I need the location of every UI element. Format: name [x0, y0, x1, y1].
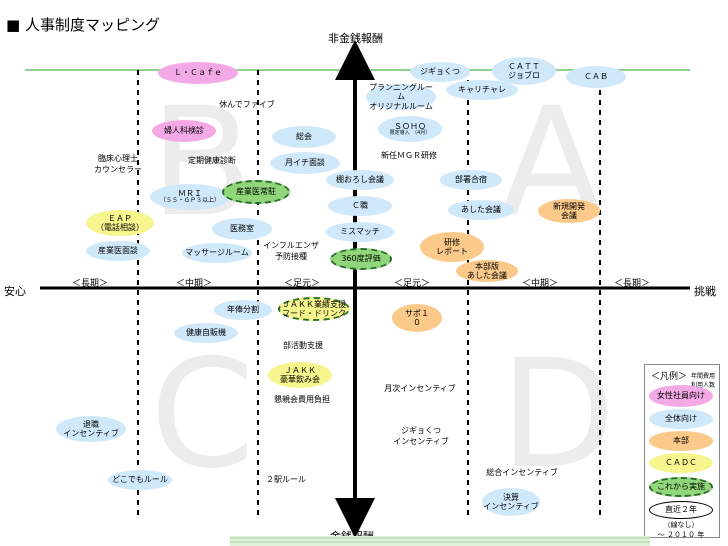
- range-now-right: ＜足元＞: [394, 279, 431, 289]
- axis-label-top: 非金銭報酬: [328, 32, 383, 45]
- node-monthly-interview: 月イチ面談: [270, 152, 340, 174]
- legend-nolabel: （線なし） ～ ２０１０ 年: [657, 521, 705, 539]
- mri-label: ＭＲＩ: [178, 188, 202, 198]
- node-infirmary: 医務室: [212, 218, 272, 240]
- node-planning-room: プランニングルーム オリジナルルーム: [366, 83, 436, 111]
- node-seniority: 年俸分割: [214, 300, 272, 320]
- node-eval360: 360度評価: [330, 248, 392, 270]
- range-long-left: ＜長期＞: [72, 279, 109, 289]
- node-jigyokutsu-top: ジギョくつ: [410, 62, 470, 82]
- node-gyn: 婦人科検診: [152, 120, 216, 142]
- node-new-biz: 新規開発 会議: [538, 199, 600, 223]
- node-eap: ＥＡＰ （電話相談）: [86, 210, 154, 236]
- node-health-insurance: 健康自販機: [174, 323, 238, 343]
- tag-monthly-incentive: 月次インセンティブ: [384, 384, 456, 393]
- node-l-cafe: Ｌ・Ｃａｆｅ: [158, 62, 238, 84]
- range-now-left: ＜足元＞: [284, 279, 321, 289]
- node-career-challenge: キャリチャレ: [446, 80, 518, 100]
- node-jakk-party: ＪＡＫＫ 豪華飲み会: [268, 362, 332, 388]
- node-retire-incentive: 退職 インセンティブ: [56, 416, 126, 442]
- node-training-report: 研修 レポート: [420, 232, 484, 262]
- tag-flu: インフルエンザ 予防接種: [263, 241, 319, 261]
- range-mid-right: ＜中期＞: [522, 279, 559, 289]
- tag-general-incentive: 総合インセンティブ: [486, 468, 558, 477]
- legend-recent: 直近２年: [649, 501, 713, 519]
- node-occ-doc-interview: 産業医面談: [86, 241, 150, 261]
- axis-label-left: 安心: [4, 285, 26, 298]
- axis-label-right: 挑戦: [694, 285, 716, 298]
- node-settlement-incentive: 決算 インセンティブ: [482, 488, 540, 516]
- legend-future: これから実施: [649, 477, 713, 497]
- node-hq-ashita: 本部版 あした会議: [456, 260, 518, 282]
- legend-note: 年間費用 利用人数: [691, 373, 716, 389]
- node-mri: ＭＲＩ （５５・ＧＰ３以上）: [150, 184, 230, 210]
- footer-pattern: [230, 536, 650, 546]
- legend-female: 女性社員向け: [649, 385, 713, 407]
- mri-sublabel: （５５・ＧＰ３以上）: [159, 197, 220, 205]
- node-catt: ＣＡＴＴ ジョブロ: [492, 57, 556, 85]
- node-bushogashuku: 部署合宿: [440, 170, 502, 190]
- legend-hq: 本部: [649, 431, 713, 451]
- node-c-job: Ｃ職: [328, 196, 392, 216]
- soho-sublabel: 限定導入 （4月）: [389, 129, 431, 136]
- tag-clin-psych: 臨床心理士 カウンセラー: [94, 154, 142, 174]
- soho-label: ＳＯＨＯ: [394, 121, 426, 131]
- node-occ-doc-resident: 産業医常駐: [222, 180, 290, 204]
- node-missmatch: ミスマッチ: [326, 222, 394, 242]
- quadrant-letter-b: B: [150, 76, 253, 250]
- node-ashita: あした会議: [448, 200, 514, 220]
- node-massage: マッサージルーム: [182, 243, 252, 263]
- node-tanaoroshi: 棚おろし会議: [326, 170, 394, 190]
- tag-rest-five: 休んでファイブ: [219, 100, 275, 109]
- legend: ＜凡例＞ 年間費用 利用人数 女性社員向け 全体向け 本部 ＣＡＤＣ これから実…: [644, 364, 720, 539]
- node-jakk-award: ＪＡＫＫ業績支援 フード・ドリンク: [278, 297, 350, 321]
- tag-club-support: 部活動支援: [283, 341, 323, 350]
- tag-new-mgr: 新任ＭＧＲ研修: [381, 151, 437, 160]
- tag-jigyokutsu-incentive: ジギョくつ インセンティブ: [393, 426, 449, 446]
- tag-social-cost: 懇親会費用負担: [274, 395, 330, 404]
- legend-title: ＜凡例＞: [651, 372, 688, 382]
- range-long-right: ＜長期＞: [614, 279, 651, 289]
- legend-cadc: ＣＡＤＣ: [649, 453, 713, 473]
- quadrant-letter-d: D: [500, 328, 616, 502]
- node-anywhere-rule: どこでもルール: [108, 470, 172, 490]
- quadrant-letter-c: C: [150, 328, 255, 502]
- page-title: ■ 人事制度マッピング: [6, 16, 160, 34]
- node-sokai: 総会: [272, 126, 336, 148]
- tag-two-station: ２駅ルール: [266, 475, 306, 484]
- node-support10: サポ１ ０: [392, 304, 442, 332]
- node-cab: ＣＡＢ: [566, 66, 626, 88]
- tag-reg-health: 定期健康診断: [188, 156, 236, 165]
- node-soho: ＳＯＨＯ 限定導入 （4月）: [378, 116, 442, 142]
- legend-all: 全体向け: [649, 409, 713, 429]
- range-mid-left: ＜中期＞: [176, 279, 213, 289]
